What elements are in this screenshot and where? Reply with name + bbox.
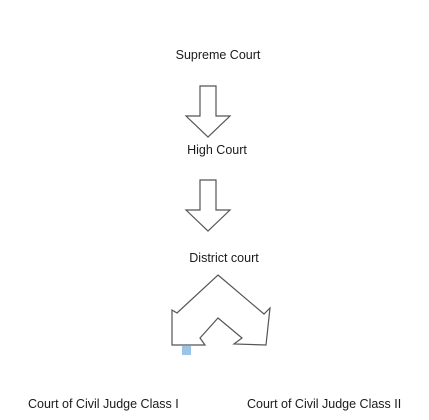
node-supreme-court: Supreme Court (175, 48, 261, 62)
down-arrow-supreme-to-high (184, 85, 232, 138)
split-arrow-district-to-civil-courts (171, 274, 271, 346)
selection-handle (182, 346, 191, 355)
down-arrow-high-to-district (184, 179, 232, 232)
node-high-court: High Court (187, 143, 247, 157)
node-district-court: District court (189, 251, 259, 265)
node-civil-judge-class-1: Court of Civil Judge Class I (28, 397, 179, 411)
node-civil-judge-class-2: Court of Civil Judge Class II (247, 397, 402, 411)
